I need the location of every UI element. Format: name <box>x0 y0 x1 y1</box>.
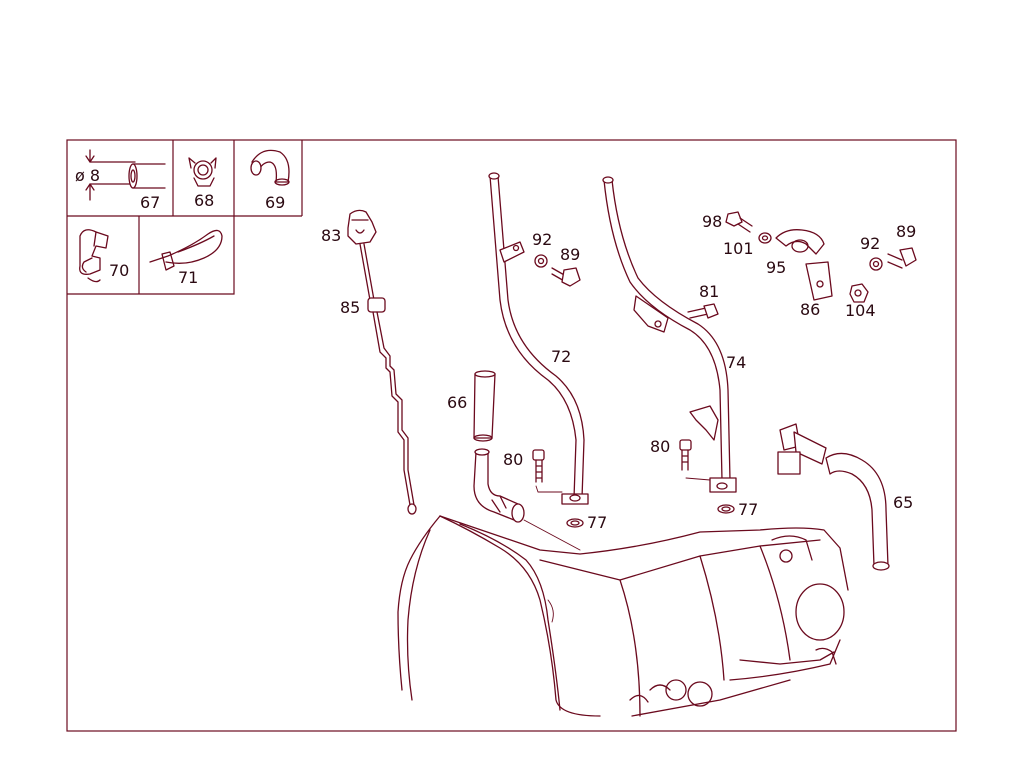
callout-74: 74 <box>726 353 746 372</box>
part-70-clip <box>79 229 109 283</box>
part-label-67: 67 <box>140 193 160 212</box>
callout-98: 98 <box>702 212 722 231</box>
part-label-71: 71 <box>178 268 198 287</box>
callout-83: 83 <box>321 226 341 245</box>
bolt-seal-group-a <box>532 449 584 528</box>
diagram-frame <box>66 139 957 732</box>
part-label-68: 68 <box>194 191 214 210</box>
bolt-seal-group-b <box>679 439 735 514</box>
callout-72: 72 <box>551 347 571 366</box>
inset-box: ø 8 67 68 69 70 71 <box>67 140 303 295</box>
washer-bolt-group-a <box>534 254 581 287</box>
part-81-bolt <box>687 303 719 319</box>
callout-92-a: 92 <box>532 230 552 249</box>
callout-101: 101 <box>723 239 754 258</box>
part-71-tie <box>149 229 223 271</box>
part-66-pipe <box>473 370 496 442</box>
part-65-hose <box>777 423 890 571</box>
callout-77-a: 77 <box>587 513 607 532</box>
callout-92-b: 92 <box>860 234 880 253</box>
callout-80-a: 80 <box>503 450 523 469</box>
callout-85: 85 <box>340 298 360 317</box>
part-72-tube <box>488 172 589 505</box>
callout-66: 66 <box>447 393 467 412</box>
part-label-69: 69 <box>265 193 285 212</box>
callout-89-a: 89 <box>560 245 580 264</box>
callout-labels: 83 85 66 92 89 72 80 77 74 81 98 101 95 … <box>321 212 916 532</box>
hardware-group-right <box>725 211 917 303</box>
callout-65: 65 <box>893 493 913 512</box>
callout-89-b: 89 <box>896 222 916 241</box>
callout-95: 95 <box>766 258 786 277</box>
callout-81: 81 <box>699 282 719 301</box>
lower-connector-pipe <box>473 448 581 551</box>
callout-77-b: 77 <box>738 500 758 519</box>
part-83-85-dipstick <box>347 209 417 515</box>
transmission-housing <box>397 515 849 717</box>
callout-86: 86 <box>800 300 820 319</box>
part-74-tube <box>602 176 737 493</box>
part-label-70: 70 <box>109 261 129 280</box>
diameter-label: ø 8 <box>75 166 100 185</box>
callout-104: 104 <box>845 301 876 320</box>
part-67-hose <box>85 149 166 201</box>
callout-80-b: 80 <box>650 437 670 456</box>
part-68-clamp <box>188 157 217 187</box>
part-69-elbow <box>250 149 290 186</box>
